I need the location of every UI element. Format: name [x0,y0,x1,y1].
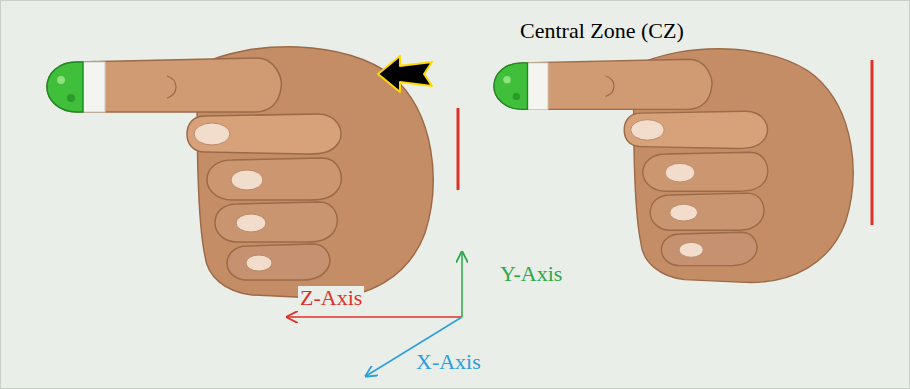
zone-label: Central Zone (CZ) [518,19,686,43]
zone-line [457,108,460,190]
axis-label: X-Axis [414,350,483,374]
y-axis-arrow [461,252,463,317]
zone-line [871,60,874,225]
hand-right [494,49,853,283]
axis-label: Y-Axis [498,262,564,286]
axis-label: Z-Axis [298,286,364,310]
hand-left [47,47,433,298]
z-axis-arrow [287,316,462,318]
direction-arrow [378,56,432,92]
